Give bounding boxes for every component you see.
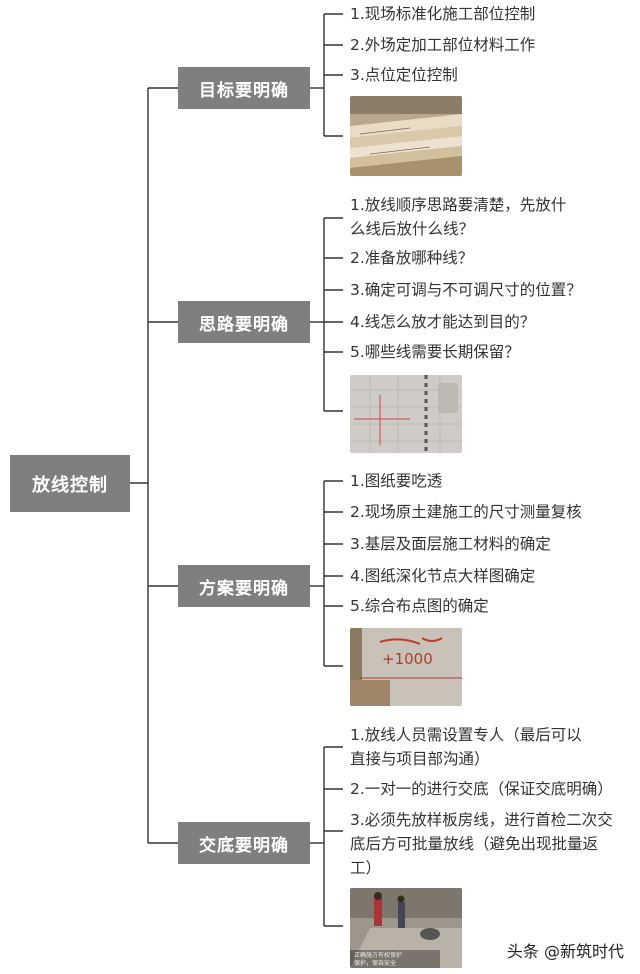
photo-caption-line-1: 正确施方有权保护 <box>354 951 402 959</box>
leaf-item: 2.外场定加工部位材料工作 <box>350 36 536 54</box>
site-workers-photo: 正确施方有权保护 保护，保自安全 <box>350 888 462 968</box>
leaf-item: 3.确定可调与不可调尺寸的位置？ <box>350 281 582 299</box>
leaf-item: 3.必须先放样板房线，进行首检二次交 <box>350 811 613 829</box>
leaf-item: 3.点位定位控制 <box>350 66 458 84</box>
branch-node-goal: 目标要明确 <box>178 67 310 109</box>
leaf-item: 4.图纸深化节点大样图确定 <box>350 567 536 585</box>
leaf-item: 5.综合布点图的确定 <box>350 597 489 615</box>
photo-caption-line-2: 保护，保自安全 <box>354 959 396 967</box>
wall-marking-photo: +1000 <box>350 628 462 706</box>
wall-marking-label: +1000 <box>382 650 433 668</box>
leaf-item: 1.图纸要吃透 <box>350 472 443 490</box>
leaf-item: 5.哪些线需要长期保留？ <box>350 343 520 361</box>
leaf-item: 2.一对一的进行交底（保证交底明确） <box>350 780 613 798</box>
leaf-item: 2.现场原土建施工的尺寸测量复核 <box>350 503 582 521</box>
leaf-item: 1.现场标准化施工部位控制 <box>350 5 536 23</box>
leaf-item: 么线后放什么线？ <box>350 220 475 238</box>
leaf-item: 工） <box>350 859 382 877</box>
branch-node-briefing: 交底要明确 <box>178 822 310 864</box>
leaf-item: 直接与项目部沟通） <box>350 750 490 768</box>
root-node: 放线控制 <box>10 455 130 512</box>
branch-node-approach: 思路要明确 <box>178 301 310 343</box>
branch-node-plan: 方案要明确 <box>178 565 310 607</box>
leaf-item: 1.放线人员需设置专人（最后可以 <box>350 726 582 744</box>
wall-layout-lines-photo <box>350 375 462 453</box>
stacked-boards-photo <box>350 96 462 176</box>
leaf-item: 3.基层及面层施工材料的确定 <box>350 535 551 553</box>
leaf-item: 2.准备放哪种线？ <box>350 249 474 267</box>
leaf-item: 底后方可批量放线（避免出现批量返 <box>350 835 599 853</box>
leaf-item: 1.放线顺序思路要清楚，先放什 <box>350 196 567 214</box>
source-watermark: 头条 @新筑时代 <box>506 942 624 961</box>
leaf-item: 4.线怎么放才能达到目的？ <box>350 313 536 331</box>
